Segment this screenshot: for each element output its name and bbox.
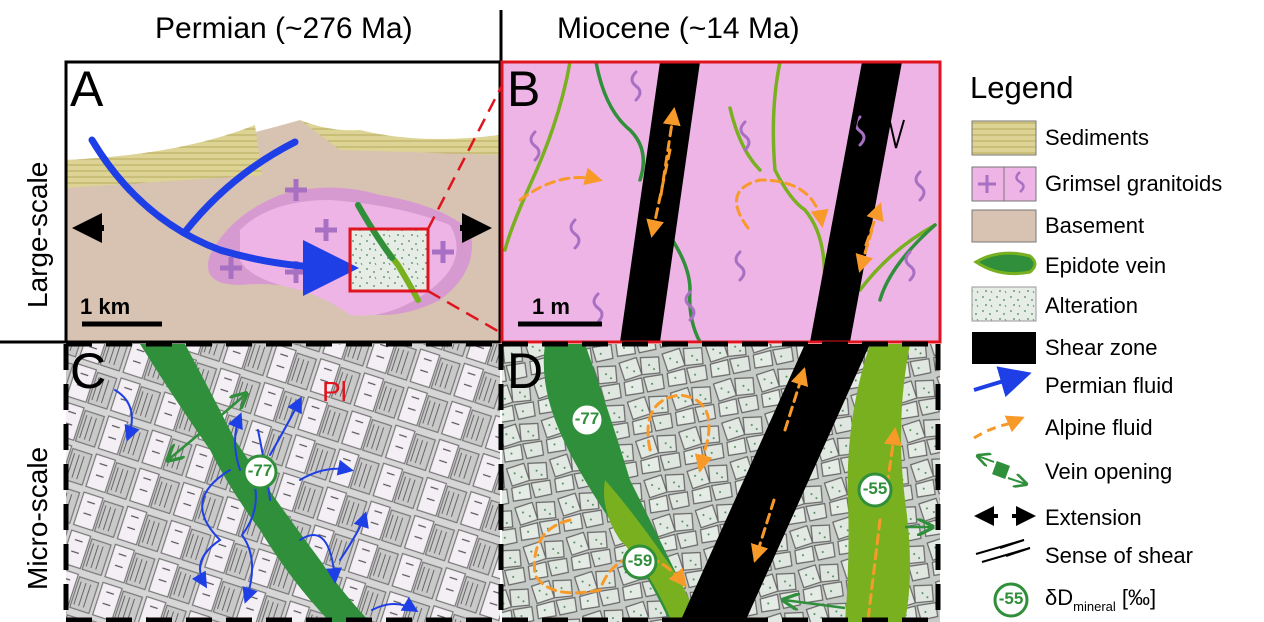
delta-value-d3: -55: [862, 479, 888, 498]
legend-permian-arrow: [973, 366, 1032, 398]
scale-label-a: 1 km: [80, 294, 131, 319]
legend-label-epidote: Epidote vein: [1045, 253, 1167, 278]
legend-label-alteration: Alteration: [1045, 293, 1138, 318]
legend-alpine-arrow: [973, 415, 1025, 440]
panel-c: [66, 344, 500, 622]
legend-label-vein-opening: Vein opening: [1045, 459, 1173, 484]
delta-value-d1: -77: [574, 409, 600, 428]
legend-epidote-swatch: [973, 251, 1037, 276]
granitoid-wiggle-marks: [529, 70, 926, 324]
panel-d-frame: [498, 341, 941, 622]
panel-letter-c: C: [70, 343, 107, 399]
delta-value-c: -77: [247, 461, 273, 480]
delta-marker-d3: [857, 472, 893, 508]
panel-letter-d: D: [507, 343, 544, 399]
shear-zone-d: [680, 344, 870, 622]
panel-a: [66, 62, 500, 342]
legend-basement-swatch: [971, 209, 1037, 243]
delta-marker-d1: [569, 402, 605, 438]
legend-label-sediments: Sediments: [1045, 125, 1149, 150]
mineral-label-pl: Pl: [322, 376, 347, 407]
legend-delta-sub: mineral: [1073, 599, 1116, 614]
legend-delta-value: -55: [998, 589, 1024, 608]
legend-label-granitoids: Grimsel granitoids: [1045, 171, 1223, 196]
legend-label-permian-fluid: Permian fluid: [1045, 373, 1174, 398]
permian-fluid-path: [88, 136, 359, 296]
delta-value-d2: -59: [627, 551, 653, 570]
delta-marker-c: [242, 454, 278, 490]
legend-delta-unit: [‰]: [1115, 585, 1157, 610]
legend-label-alpine-fluid: Alpine fluid: [1045, 415, 1153, 440]
legend-symbols: [971, 120, 1037, 618]
legend-alteration-swatch: [971, 286, 1037, 322]
zoom-connector-top: [426, 65, 514, 230]
legend-label-extension: Extension: [1045, 505, 1142, 530]
legend-delta-symbol: [993, 582, 1029, 618]
header-permian: Permian (~276 Ma): [155, 12, 413, 45]
legend-sediments-swatch: [971, 120, 1037, 156]
delta-marker-d2: [622, 544, 658, 580]
legend-label-sense-of-shear: Sense of shear: [1045, 543, 1193, 568]
scale-label-b: 1 m: [532, 294, 570, 319]
shear-zone-2: [810, 62, 902, 342]
panel-letter-b: B: [507, 61, 541, 117]
side-label-large-scale: Large-scale: [22, 161, 53, 308]
zoom-box: [348, 227, 430, 293]
panel-b: [502, 62, 940, 342]
panel-d: [502, 344, 940, 622]
legend-vein-opening-icon: [978, 456, 1026, 484]
granitoid-cross-marks: [220, 179, 454, 283]
legend-label-basement: Basement: [1045, 213, 1145, 238]
zoom-connector-bottom: [427, 289, 511, 340]
panel-c-frame: [63, 341, 500, 622]
legend-granitoids-swatch: [971, 166, 1037, 202]
legend-delta-main: δD: [1045, 585, 1074, 610]
shear-sense-icon-b: [851, 87, 905, 149]
legend-label-delta: δDmineral [‰]: [1045, 585, 1156, 614]
header-miocene: Miocene (~14 Ma): [557, 12, 800, 45]
legend-label-shear-zone: Shear zone: [1045, 335, 1158, 360]
legend-shear-sense-icon: [975, 539, 1031, 563]
panel-letter-a: A: [70, 61, 104, 117]
side-label-micro-scale: Micro-scale: [22, 446, 53, 590]
legend-shear-zone-swatch: [972, 332, 1036, 364]
legend-title: Legend: [970, 70, 1074, 105]
